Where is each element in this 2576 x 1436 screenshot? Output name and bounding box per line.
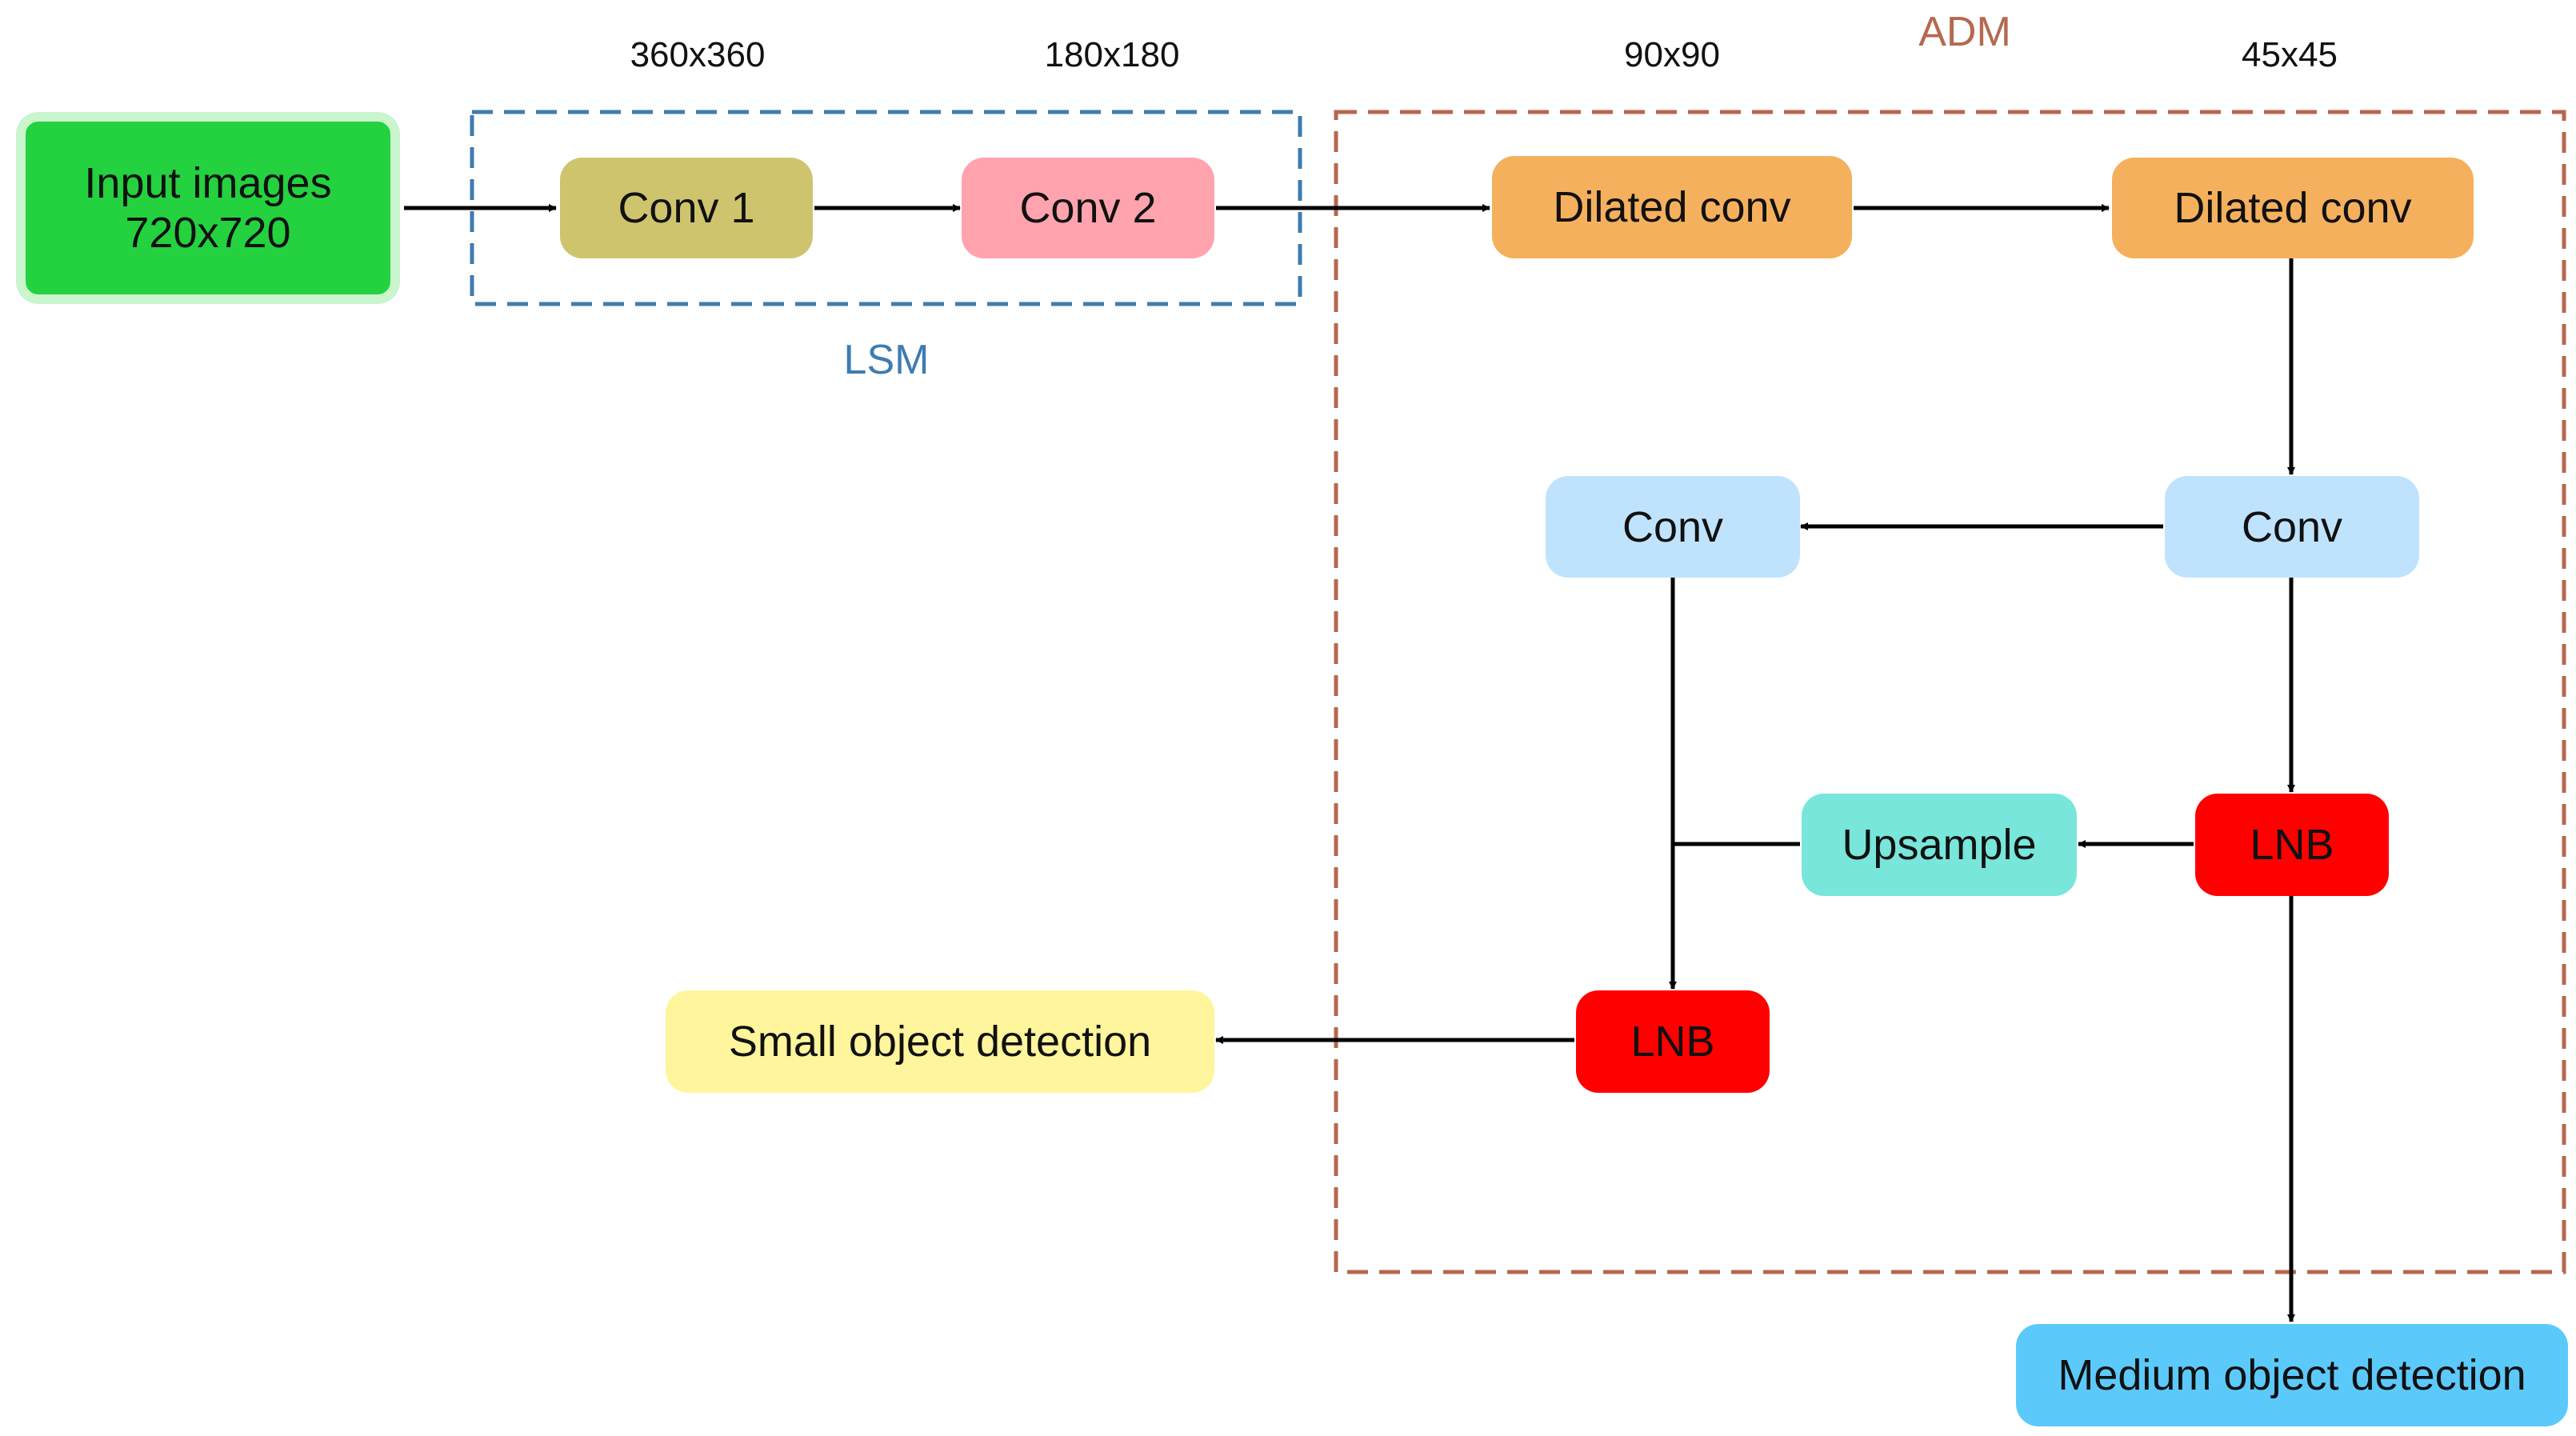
conv1-node: Conv 1 [560,158,813,258]
resolution-label-90: 90x90 [1624,35,1720,74]
resolution-label-45: 45x45 [2242,35,2338,74]
small-object-detection-node: Small object detection [666,990,1214,1093]
adm-group-label: ADM [1918,9,2011,55]
upsample-node: Upsample [1802,794,2077,896]
lsm-group-label: LSM [843,337,930,383]
medium-object-detection-node: Medium object detection [2016,1324,2568,1426]
resolution-label-180: 180x180 [1044,35,1180,74]
dilated-conv-node-1: Dilated conv [1492,156,1852,258]
lnb-node-right: LNB [2195,794,2389,896]
conv-node-right: Conv [2165,476,2419,578]
adm-group-box [1334,110,2566,1274]
conv2-node: Conv 2 [962,158,1214,258]
input-images-node: Input images 720x720 [16,112,400,304]
dilated-conv-node-2: Dilated conv [2112,158,2474,258]
conv-node-left: Conv [1546,476,1800,578]
resolution-label-360: 360x360 [630,35,766,74]
lnb-node-left: LNB [1576,990,1770,1093]
